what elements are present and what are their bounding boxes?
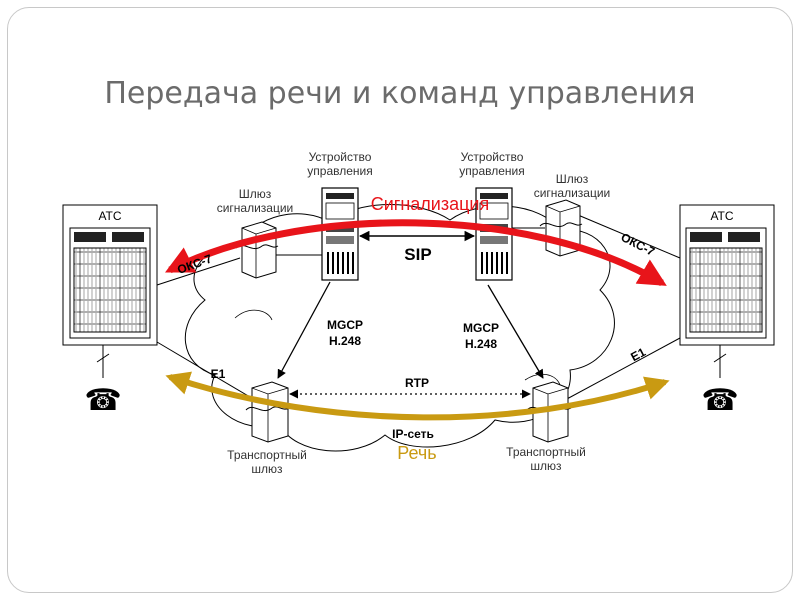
sip-label: SIP (404, 245, 431, 264)
mgcp-right-label-1: MGCP (463, 321, 499, 335)
signaling-label: Сигнализация (371, 194, 490, 214)
mgcp-right-label-2: H.248 (465, 337, 497, 351)
okc-right-label: ОКС-7 (619, 230, 658, 259)
controller-left-label-1: Устройство (309, 150, 372, 164)
transport-gateway-left (245, 381, 291, 443)
mgcp-left-label-2: H.248 (329, 334, 361, 348)
telephone-icon: ☎ (701, 383, 738, 418)
transport-gateway-left-label-1: Транспортный (227, 448, 307, 462)
mgcp-arrow-left (277, 281, 331, 379)
mgcp-arrow-right (487, 284, 544, 379)
ats-left-label: АТС (98, 209, 121, 223)
e1-right-label: E1 (628, 345, 648, 364)
slide-title: Передача речи и команд управления (104, 76, 696, 111)
speech-arc (165, 371, 670, 421)
phone-right: ☎ (701, 345, 739, 418)
controller-left (321, 187, 359, 281)
transport-gateway-left-label-2: шлюз (251, 462, 283, 476)
sig-gateway-left (235, 221, 279, 279)
controller-right-label-2: управления (459, 164, 524, 178)
mgcp-left-label-1: MGCP (327, 318, 363, 332)
rtp-label: RTP (405, 376, 429, 390)
sig-gateway-left-label-1: Шлюз (239, 187, 272, 201)
sig-gateway-left-label-2: сигнализации (217, 201, 294, 215)
controller-left-label-2: управления (307, 164, 372, 178)
telephone-icon: ☎ (84, 383, 121, 418)
ip-network-label: IP-сеть (392, 427, 434, 441)
phone-left: ☎ (84, 345, 122, 418)
sig-gateway-right-label-2: сигнализации (534, 186, 611, 200)
e1-left-label: E1 (211, 367, 226, 381)
ats-right-label: АТС (710, 209, 733, 223)
transport-gateway-right-label-1: Транспортный (506, 445, 586, 459)
ats-left: АТС (62, 204, 158, 346)
transport-gateway-right-label-2: шлюз (530, 459, 562, 473)
speech-label: Речь (397, 443, 436, 463)
sig-gateway-right-label-1: Шлюз (556, 172, 589, 186)
signaling-arc (164, 219, 667, 287)
controller-right-label-1: Устройство (461, 150, 524, 164)
ats-right: АТС (679, 204, 775, 346)
